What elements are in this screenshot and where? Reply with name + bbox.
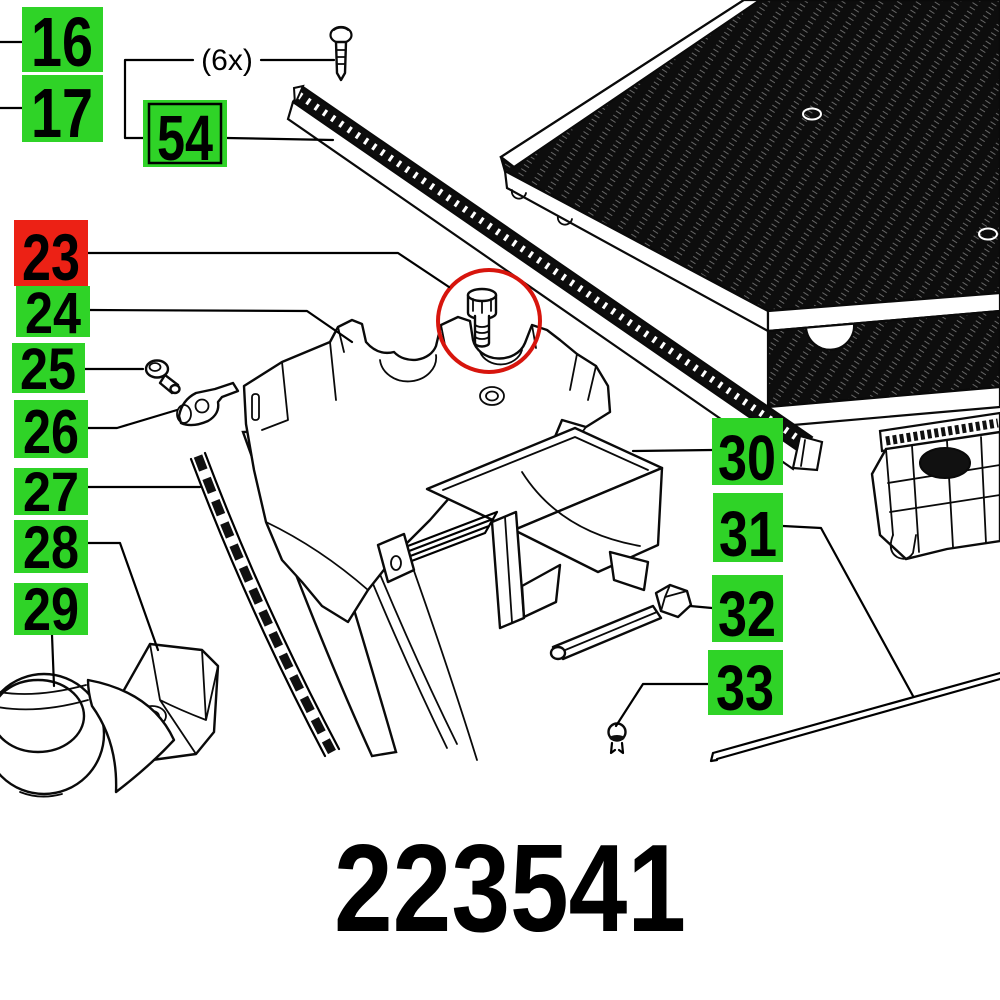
label-box <box>22 7 103 72</box>
label-border <box>147 102 223 165</box>
label-text: 32 <box>718 578 776 650</box>
leader-31 <box>781 524 915 698</box>
screw-33-drawing <box>607 722 627 755</box>
label-text: 29 <box>23 576 79 643</box>
hex-bolt-32-drawing <box>549 583 693 661</box>
part-label-26[interactable]: 26 <box>14 398 88 467</box>
label-box <box>14 520 88 573</box>
cap-screw-23-drawing <box>466 287 498 348</box>
leader-23 <box>86 251 451 289</box>
label-box <box>712 418 783 485</box>
leader-30 <box>631 448 714 453</box>
knob-29-drawing <box>0 672 176 798</box>
part-label-27[interactable]: 27 <box>14 460 88 523</box>
table-front-profile-drawing <box>766 291 1000 429</box>
rack-strip-drawing <box>878 411 1000 453</box>
label-box <box>14 400 88 458</box>
part-label-16[interactable]: 16 <box>22 3 103 81</box>
label-text: 23 <box>22 220 80 294</box>
label-text: 33 <box>716 652 774 724</box>
leader-6x-left <box>123 58 195 140</box>
label-box <box>16 286 90 337</box>
screw-6x-drawing <box>329 25 353 82</box>
highlight-circle <box>436 268 542 374</box>
part-label-31[interactable]: 31 <box>713 493 783 570</box>
ribbed-bracket-drawing <box>870 430 1000 561</box>
label-box <box>713 493 783 562</box>
part-label-33[interactable]: 33 <box>708 650 783 724</box>
part-label-29[interactable]: 29 <box>14 576 88 643</box>
label-box <box>14 468 88 515</box>
quantity-note: (6x) <box>201 44 253 77</box>
label-text: 31 <box>719 498 777 570</box>
label-text: 25 <box>20 337 76 402</box>
label-text: 26 <box>23 398 79 467</box>
label-text: 54 <box>157 102 213 174</box>
part-label-25[interactable]: 25 <box>12 337 85 402</box>
screw-25-drawing <box>144 359 181 395</box>
label-box <box>22 75 103 142</box>
label-box <box>708 650 783 715</box>
bottom-rail-drawing <box>709 671 1000 763</box>
part-label-28[interactable]: 28 <box>14 514 88 581</box>
part-label-17[interactable]: 17 <box>22 74 103 152</box>
part-label-23[interactable]: 23 <box>14 220 88 294</box>
label-text: 30 <box>718 422 776 494</box>
label-box <box>14 583 88 635</box>
label-text: 27 <box>23 460 79 523</box>
label-box <box>143 100 227 167</box>
label-box <box>712 575 783 642</box>
label-box <box>12 343 85 393</box>
label-text: 28 <box>23 514 79 581</box>
label-text: 24 <box>25 281 81 346</box>
part-number: 223541 <box>334 820 686 958</box>
label-text: 17 <box>31 74 93 152</box>
leader-29 <box>50 633 56 688</box>
part-label-54[interactable]: 54 <box>143 100 227 174</box>
label-text: 16 <box>31 3 93 81</box>
part-label-32[interactable]: 32 <box>712 575 783 650</box>
clamp-piece-26-drawing <box>176 381 240 427</box>
leader-24 <box>88 308 354 344</box>
leader-28 <box>86 541 160 652</box>
scale-strip-27-drawing <box>189 451 341 758</box>
slide-unit-30-drawing <box>376 426 664 630</box>
part-label-24[interactable]: 24 <box>16 281 90 346</box>
leader-32 <box>688 604 714 610</box>
leader-26 <box>86 408 179 430</box>
leader-33 <box>614 682 710 728</box>
leader-lines <box>0 40 915 728</box>
leader-54 <box>225 136 335 142</box>
scale-rail-drawing <box>286 84 824 472</box>
part-label-30[interactable]: 30 <box>712 418 783 494</box>
label-box <box>14 220 88 286</box>
